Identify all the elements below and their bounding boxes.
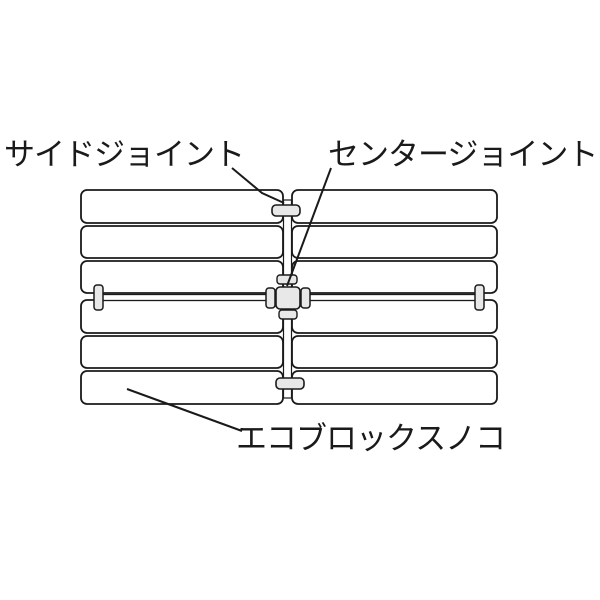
side-joint-label: サイドジョイント [4,137,245,173]
slat-left-4 [80,299,284,334]
slat-left-5 [80,335,284,369]
slat-right-6 [291,370,498,405]
product-label: エコブロックスノコ [236,421,506,457]
center-joint-bottom-clip [278,309,298,320]
slat-left-3 [80,260,284,294]
slat-left-6 [80,370,284,405]
center-joint-leader [286,167,332,287]
center-joint-body [275,286,301,310]
slat-left-1 [80,189,284,224]
center-joint-left-clip [265,287,276,309]
center-joint-label: センタージョイント [328,137,598,173]
slat-right-2 [291,225,498,259]
side-joint-leader [231,167,285,204]
center-joint-top-clip [276,274,298,285]
side-joint-1 [271,204,301,217]
center-joint-right-clip [300,287,311,309]
side-joint-2 [275,377,305,390]
rod-left [99,293,273,302]
slat-right-1 [291,189,498,224]
slat-right-3 [291,260,498,294]
slat-left-2 [80,225,284,259]
rod-end-cap-right [474,284,485,311]
rod-end-cap-left [93,284,104,311]
slat-right-4 [291,299,498,334]
rod-right [305,293,479,302]
slat-right-5 [291,335,498,369]
product-leader [126,388,243,432]
